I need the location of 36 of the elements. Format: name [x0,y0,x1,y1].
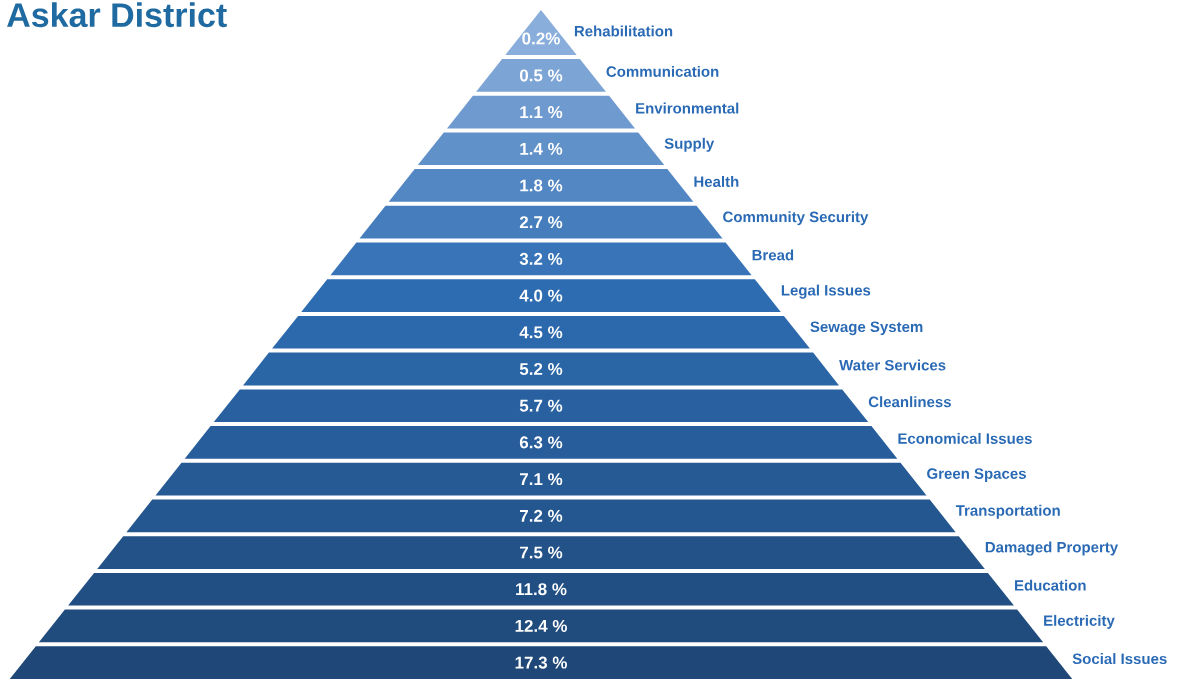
band-label: Green Spaces [927,468,1026,482]
pyramid-band: 7.2 % [126,499,956,533]
pyramid-band: 1.4 % [417,132,665,166]
pyramid-band: 5.2 % [243,352,839,386]
band-label: Bread [752,249,794,261]
pyramid-band: 12.4 % [38,609,1044,643]
band-label: Social Issues [1072,653,1167,665]
band-label: Damaged Property [985,541,1119,556]
pyramid-band: 3.2 % [330,242,752,276]
band-label: Cleanliness [868,396,951,408]
band-label: Health [694,176,739,187]
band-label: Electricity [1044,614,1115,629]
pyramid-band: 11.8 % [68,572,1014,606]
pyramid-band: 5.7 % [213,389,869,423]
pyramid-band: 1.1 % [447,95,635,129]
pyramid-band: 0.5 % [476,59,606,92]
band-label: Communication [606,65,719,77]
pyramid-band: 7.1 % [155,462,927,496]
band-label: Legal Issues [781,284,871,299]
pyramid-band: 17.3 % [9,646,1073,679]
pyramid-band: 7.5 % [97,536,985,569]
pyramid-band: 4.0 % [301,279,781,312]
band-label: Sewage System [810,321,923,336]
band-label: Rehabilitation [574,25,673,37]
pyramid-band: 2.7 % [359,205,723,239]
band-label: Environmental [636,102,739,114]
band-label: Community Security [723,211,869,226]
pyramid-band: 1.8 % [388,169,694,202]
title: Askar District [7,2,227,28]
band-label: Transportation [955,504,1060,519]
pyramid-band: 6.3 % [184,426,898,459]
band-label: Economical Issues [898,432,1032,444]
band-label: Water Services [839,359,946,371]
band-label: Education [1015,579,1086,591]
pyramid-band: 4.5 % [272,315,810,349]
band-label: Supply [664,137,715,152]
